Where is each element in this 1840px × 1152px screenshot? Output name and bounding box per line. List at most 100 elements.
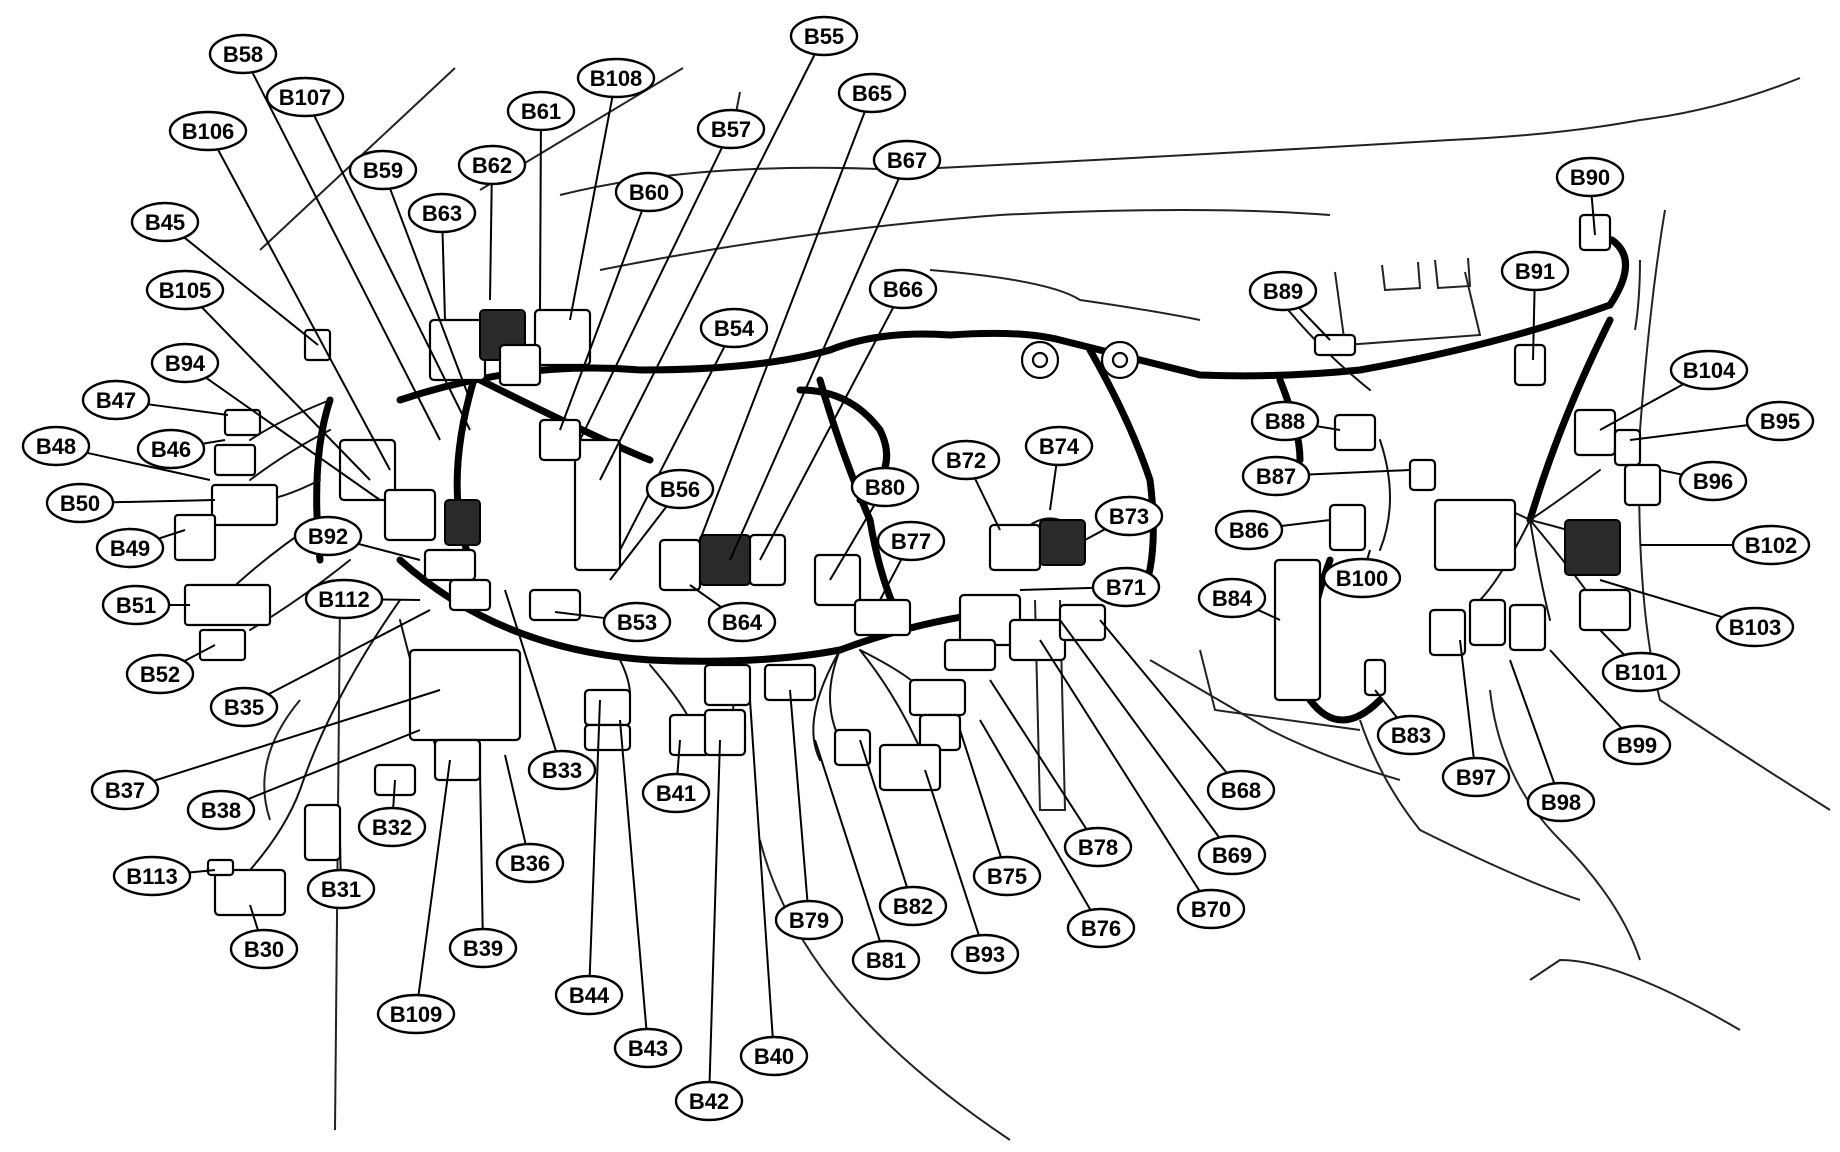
leader-line <box>504 589 558 752</box>
leader-line <box>814 739 881 942</box>
leader-line <box>183 236 319 346</box>
connector-label-b101: B101 <box>1599 629 1681 693</box>
label-text: B30 <box>244 937 284 962</box>
leader-line <box>158 529 186 540</box>
label-oval <box>186 789 256 831</box>
connector-label-b55: B55 <box>599 15 859 481</box>
leader-line <box>559 210 643 431</box>
label-text: B62 <box>472 153 512 178</box>
leader-line <box>1099 619 1228 774</box>
label-text: B79 <box>789 908 829 933</box>
leader-line <box>339 839 342 871</box>
label-text: B63 <box>422 201 462 226</box>
label-text: B104 <box>1683 358 1736 383</box>
connector-label-b41: B41 <box>641 739 711 814</box>
connector-label-b94: B94 <box>150 342 381 501</box>
connector-label-b103: B103 <box>1599 579 1795 648</box>
leader-line <box>829 504 876 581</box>
label-text: B78 <box>1078 835 1118 860</box>
connector-label-b50: B50 <box>45 482 216 524</box>
leader-line <box>1366 549 1371 560</box>
leader-line <box>504 754 527 845</box>
label-oval <box>527 749 597 791</box>
leader-line <box>959 729 1002 858</box>
leader-line <box>479 769 484 930</box>
label-oval <box>1206 769 1276 811</box>
label-oval <box>1197 577 1267 619</box>
label-text: B76 <box>1081 916 1121 941</box>
label-text: B82 <box>893 894 933 919</box>
leader-line <box>216 148 391 471</box>
connector-label-b83: B83 <box>1374 689 1446 756</box>
connector-label-b36: B36 <box>495 754 565 884</box>
label-text: B88 <box>1265 409 1305 434</box>
connector-label-b89: B89 <box>1248 270 1331 341</box>
label-text: B61 <box>521 99 561 124</box>
leader-line <box>619 719 648 1030</box>
label-oval <box>614 171 684 213</box>
label-oval <box>613 1027 683 1069</box>
label-text: B57 <box>711 117 751 142</box>
label-text: B81 <box>866 948 906 973</box>
label-oval <box>1322 557 1402 599</box>
label-oval <box>576 57 656 99</box>
label-text: B72 <box>946 448 986 473</box>
label-text: B107 <box>279 85 332 110</box>
label-oval <box>1555 156 1625 198</box>
label-oval <box>872 139 942 181</box>
connector-label-b64: B64 <box>689 584 777 643</box>
connector-label-b104: B104 <box>1599 349 1749 431</box>
label-text: B54 <box>714 316 755 341</box>
label-oval <box>1669 349 1749 391</box>
leader-line <box>554 611 605 620</box>
connector-label-b96: B96 <box>1659 460 1748 502</box>
label-oval <box>457 144 527 186</box>
label-oval <box>1745 400 1815 442</box>
leader-line <box>1084 528 1106 541</box>
label-oval <box>125 653 195 695</box>
label-text: B73 <box>1109 504 1149 529</box>
label-text: B45 <box>145 210 185 235</box>
connector-label-b91: B91 <box>1500 250 1570 361</box>
leader-line <box>249 904 260 931</box>
label-text: B80 <box>865 475 905 500</box>
label-text: B35 <box>224 695 264 720</box>
label-text: B44 <box>569 983 610 1008</box>
label-text: B59 <box>363 158 403 183</box>
label-text: B96 <box>1693 469 1733 494</box>
label-text: B66 <box>883 277 923 302</box>
connector-label-b60: B60 <box>559 171 684 431</box>
label-oval <box>130 201 200 243</box>
leader-line <box>588 699 601 977</box>
leader-line <box>973 477 1001 531</box>
label-text: B113 <box>126 864 177 889</box>
label-oval <box>1441 756 1511 798</box>
connector-label-b69: B69 <box>1059 619 1267 876</box>
connector-label-b51: B51 <box>101 584 190 626</box>
connector-label-b71: B71 <box>1019 566 1161 608</box>
connector-label-b75: B75 <box>959 729 1042 897</box>
label-text: B71 <box>1106 575 1146 600</box>
leader-line <box>1459 639 1475 759</box>
label-text: B50 <box>60 491 100 516</box>
label-oval <box>1601 651 1681 693</box>
leader-line <box>267 609 431 696</box>
leader-line <box>1039 639 1201 892</box>
leader-line <box>1374 689 1398 719</box>
label-oval <box>101 584 171 626</box>
leader-line <box>1308 469 1411 476</box>
label-text: B42 <box>689 1089 729 1114</box>
label-text: B112 <box>318 587 369 612</box>
label-text: B68 <box>1221 778 1261 803</box>
label-text: B67 <box>887 148 927 173</box>
label-text: B60 <box>629 180 669 205</box>
label-oval <box>112 855 192 897</box>
label-text: B106 <box>182 119 235 144</box>
leader-line <box>924 769 980 936</box>
label-text: B41 <box>656 781 696 806</box>
connector-label-b102: B102 <box>1640 524 1811 566</box>
leader-line <box>1599 383 1684 431</box>
label-text: B95 <box>1760 409 1800 434</box>
label-text: B36 <box>510 851 550 876</box>
